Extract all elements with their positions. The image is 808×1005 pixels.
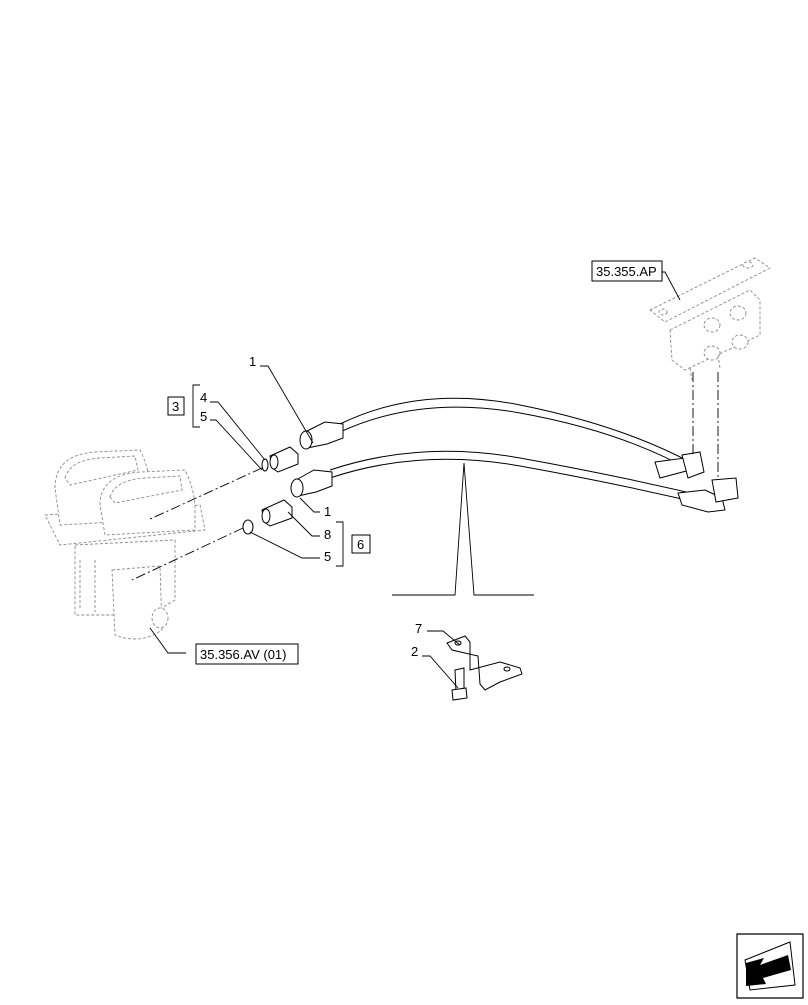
group-6-label: 6 (357, 537, 364, 552)
callout-5-top: 5 (200, 409, 207, 424)
bracket-and-bolt (446, 635, 523, 701)
callout-1-top: 1 (249, 354, 256, 369)
valve-block (649, 257, 771, 381)
reference-box-35-355-ap[interactable]: 35.355.AP (591, 260, 663, 282)
hose-fittings-left (290, 421, 344, 498)
group-box-3[interactable]: 3 (167, 396, 185, 416)
reference-box-35-356-av[interactable]: 35.356.AV (01) (195, 643, 299, 665)
callout-5-bottom: 5 (324, 549, 331, 564)
callout-4: 4 (200, 390, 207, 405)
hoses (329, 397, 713, 507)
group-box-6[interactable]: 6 (351, 534, 371, 554)
adapters-and-o-rings (242, 446, 299, 535)
pedal-valve (44, 449, 206, 640)
section-break-mark (392, 462, 534, 596)
callout-2: 2 (411, 644, 418, 659)
reference-35-356-av: 35.356.AV (01) (200, 647, 286, 662)
assembly-lines (131, 372, 719, 581)
callouts: 1 4 5 1 8 5 7 2 (200, 354, 422, 659)
arrow-icon[interactable] (736, 933, 804, 999)
hose-fittings-right (654, 451, 739, 513)
callout-1-bottom: 1 (324, 504, 331, 519)
reference-35-355-ap: 35.355.AP (596, 264, 657, 279)
callout-8: 8 (324, 527, 331, 542)
group-3-label: 3 (172, 399, 179, 414)
callout-7: 7 (415, 621, 422, 636)
